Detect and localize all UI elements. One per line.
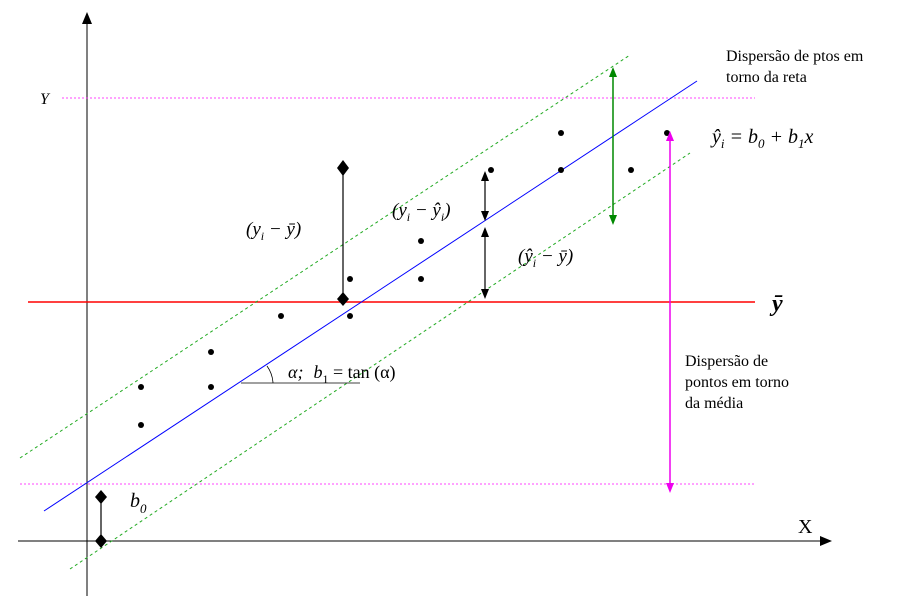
- diamond-marker: [95, 490, 107, 504]
- diamond-marker: [95, 534, 107, 548]
- lower-band-line: [69, 152, 691, 570]
- data-point: [418, 238, 424, 244]
- explained-deviation-label: (ŷi − ȳ): [518, 246, 573, 270]
- data-points: [138, 130, 670, 428]
- data-point: [208, 384, 214, 390]
- data-point: [558, 167, 564, 173]
- data-point: [418, 276, 424, 282]
- data-point: [347, 313, 353, 319]
- regression-equation: ŷi = b0 + b1x: [710, 126, 814, 151]
- data-point: [208, 349, 214, 355]
- y-axis-label: Y: [40, 91, 51, 108]
- data-point: [278, 313, 284, 319]
- intercept-label: b0: [130, 490, 147, 516]
- slope-angle-arc: [266, 365, 274, 384]
- x-axis-label: X: [798, 516, 813, 538]
- data-point: [138, 422, 144, 428]
- dispersion-mean-note: Dispersão de: [685, 353, 768, 370]
- upper-band-line: [19, 54, 631, 459]
- data-point: [138, 384, 144, 390]
- data-point: [488, 167, 494, 173]
- data-point: [664, 130, 670, 136]
- dispersion-line-note-2: torno da reta: [726, 69, 807, 86]
- dispersion-mean-note-2: pontos em torno: [685, 374, 789, 391]
- mean-label: ȳ: [769, 291, 783, 317]
- diamond-marker: [337, 160, 349, 176]
- regression-line: [43, 80, 698, 512]
- slope-label: α;b1 = tan (α): [288, 362, 396, 386]
- data-point: [558, 130, 564, 136]
- dispersion-line-note: Dispersão de ptos em: [726, 48, 864, 65]
- data-point: [628, 167, 634, 173]
- residual-label: (yi − ŷi): [392, 200, 451, 224]
- diamond-marker: [337, 292, 349, 306]
- total-deviation-label: (yi − ȳ): [246, 219, 301, 243]
- data-point: [347, 276, 353, 282]
- dispersion-mean-note-3: da média: [685, 395, 743, 412]
